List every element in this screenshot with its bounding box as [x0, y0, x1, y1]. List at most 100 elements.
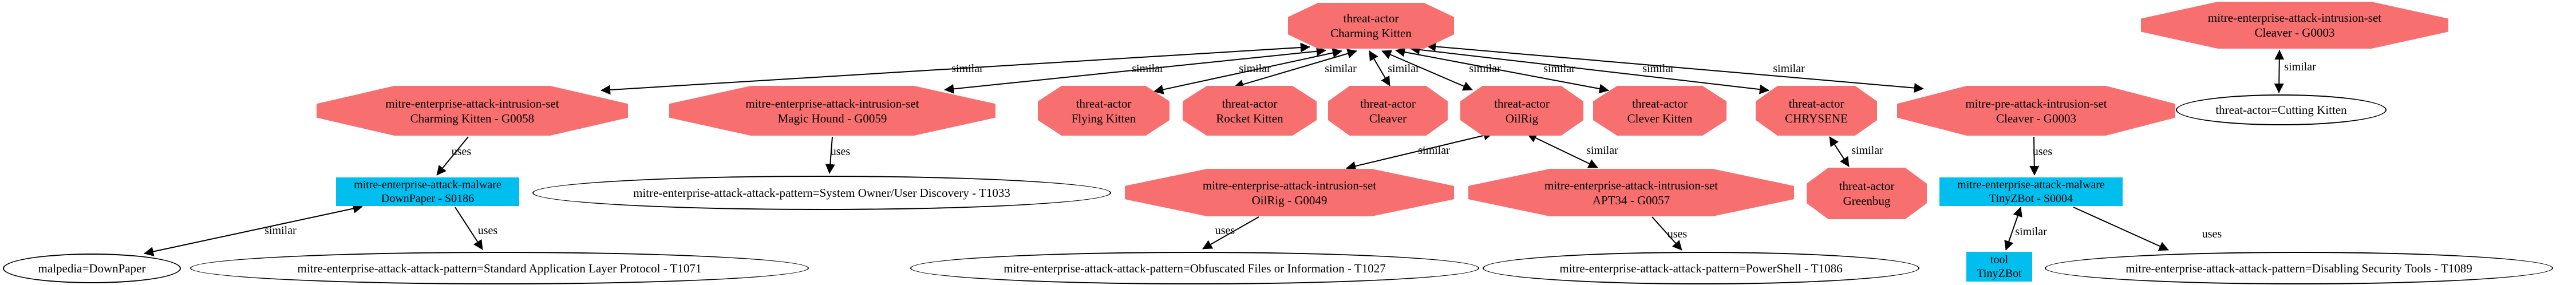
node-malware-downpaper-s0186: mitre-enterprise-attack-malware DownPape… [336, 177, 519, 206]
node-label: mitre-enterprise-attack-attack-pattern=S… [297, 261, 702, 275]
node-attack-pattern-t1089: mitre-enterprise-attack-attack-pattern=D… [2045, 252, 2553, 284]
node-intrusion-set-cleaver-g0003-enterprise: mitre-enterprise-attack-intrusion-set Cl… [2141, 2, 2448, 49]
node-label: TinyZBot - S0004 [1989, 192, 2073, 205]
edge-uses-g0049-t1027 [1202, 216, 1259, 250]
edge-label: similar [951, 62, 983, 75]
edge-label: similar [1132, 62, 1164, 75]
node-threat-actor-flying-kitten: threat-actor Flying Kitten [1038, 86, 1170, 136]
node-malware-tinyzbot-s0004: mitre-enterprise-attack-malware TinyZBot… [1939, 177, 2123, 206]
node-label: threat-actor=Cutting Kitten [2215, 103, 2347, 117]
node-label: threat-actor [1632, 96, 1688, 110]
edge-label: uses [2202, 228, 2222, 240]
node-label: malpedia=DownPaper [38, 262, 146, 275]
node-pre-attack-intrusion-set-cleaver-g0003: mitre-pre-attack-intrusion-set Cleaver -… [1897, 86, 2175, 136]
edge-label: similar [264, 224, 297, 237]
node-label: mitre-enterprise-attack-intrusion-set [1544, 178, 1718, 192]
edge-uses-apt34-t1086 [1652, 216, 1682, 251]
node-attack-pattern-t1027: mitre-enterprise-attack-attack-pattern=O… [910, 252, 1479, 284]
edge-label: similar [2015, 225, 2047, 238]
edge-uses-g0059-t1033 [825, 136, 835, 174]
edge-label: similar [1586, 144, 1618, 157]
node-label: tool [1990, 254, 2009, 266]
node-label: Rocket Kitten [1216, 111, 1283, 125]
node-label: threat-actor [1222, 96, 1278, 110]
node-label: mitre-enterprise-attack-intrusion-set [385, 96, 559, 110]
node-label: OilRig - G0049 [1251, 193, 1327, 207]
node-label: mitre-enterprise-attack-attack-pattern=D… [2125, 261, 2472, 275]
edge-uses-downpaper-t1071 [455, 207, 483, 250]
node-intrusion-set-oilrig-g0049: mitre-enterprise-attack-intrusion-set Oi… [1125, 169, 1454, 216]
node-intrusion-set-magic-hound-g0059: mitre-enterprise-attack-intrusion-set Ma… [669, 86, 995, 136]
edge-label: similar [1418, 144, 1450, 157]
node-label: Cleaver - G0003 [1996, 111, 2076, 125]
node-intrusion-set-apt34-g0057: mitre-enterprise-attack-intrusion-set AP… [1468, 169, 1794, 216]
node-label: mitre-enterprise-attack-malware [1957, 179, 2105, 191]
edge-label: similar [1543, 62, 1575, 75]
edge-label: similar [1388, 62, 1420, 75]
edge-label: similar [1239, 62, 1271, 75]
edge-similar-ck-chrysene [1410, 45, 1769, 94]
node-threat-actor-chrysene: threat-actor CHRYSENE [1756, 86, 1877, 136]
node-label: mitre-enterprise-attack-intrusion-set [2207, 11, 2382, 25]
node-label: Clever Kitten [1627, 111, 1693, 125]
node-threat-actor-cutting-kitten: threat-actor=Cutting Kitten [2176, 94, 2387, 125]
edge-label: uses [451, 145, 472, 158]
node-threat-actor-clever-kitten: threat-actor Clever Kitten [1593, 86, 1726, 136]
edge-uses-g0058-downpaper [436, 136, 469, 176]
node-label: mitre-enterprise-attack-intrusion-set [1202, 178, 1377, 192]
edge-similar-oilrig-g0049 [1346, 130, 1494, 171]
node-threat-actor-charming-kitten: threat-actor Charming Kitten [1288, 3, 1454, 49]
node-label: threat-actor [1839, 179, 1895, 193]
edge-similar-oilrig-apt34 [1527, 133, 1598, 168]
node-label: threat-actor [1788, 96, 1844, 110]
node-malpedia-downpaper: malpedia=DownPaper [3, 254, 181, 283]
edge-label: uses [477, 224, 498, 237]
node-label: CHRYSENE [1785, 111, 1848, 125]
node-label: threat-actor [1076, 96, 1132, 110]
edge-label: similar [1325, 62, 1357, 75]
edge-similar-chrysene-greenbug [1829, 136, 1850, 167]
edge-similar-ck-rocket-kitten [1234, 49, 1357, 89]
node-label: TinyZBot [1977, 267, 2022, 280]
edge-label: similar [1642, 62, 1674, 75]
edge-label: uses [2032, 145, 2053, 158]
node-label: Charming Kitten - G0058 [410, 111, 535, 125]
edge-label: uses [1215, 224, 1235, 237]
node-label: APT34 - G0057 [1592, 193, 1670, 207]
node-label: threat-actor [1360, 96, 1416, 110]
node-label: mitre-enterprise-attack-attack-pattern=S… [633, 186, 1010, 200]
edge-label: similar [1773, 62, 1805, 75]
node-attack-pattern-t1033: mitre-enterprise-attack-attack-pattern=S… [532, 176, 1111, 210]
node-label: Cleaver [1369, 111, 1407, 125]
node-label: mitre-enterprise-attack-attack-pattern=P… [1559, 261, 1843, 275]
node-tool-tinyzbot: tool TinyZBot [1966, 252, 2032, 282]
edge-similar-ck-cleaver-pre [1426, 41, 1924, 93]
edge-label: similar [2284, 61, 2316, 73]
node-threat-actor-cleaver: threat-actor Cleaver [1328, 86, 1448, 136]
edge-label: similar [1851, 144, 1883, 157]
edge-uses-tinyzbot-t1089 [2073, 207, 2169, 251]
node-label: mitre-enterprise-attack-attack-pattern=O… [1003, 261, 1386, 275]
edge-label: uses [830, 145, 851, 158]
node-intrusion-set-charming-kitten-g0058: mitre-enterprise-attack-intrusion-set Ch… [317, 86, 628, 136]
node-label: Flying Kitten [1071, 111, 1136, 125]
edge-similar-tinyzbot-tool [2004, 207, 2022, 251]
node-label: threat-actor [1494, 96, 1550, 110]
node-label: mitre-enterprise-attack-intrusion-set [745, 96, 919, 110]
node-label: Charming Kitten [1330, 26, 1412, 40]
edge-similar-ck-cleaver-actor [1369, 50, 1390, 86]
node-attack-pattern-t1071: mitre-enterprise-attack-attack-pattern=S… [190, 252, 809, 284]
node-threat-actor-oilrig: threat-actor OilRig [1460, 86, 1583, 136]
node-threat-actor-rocket-kitten: threat-actor Rocket Kitten [1183, 86, 1317, 136]
node-label: threat-actor [1343, 11, 1399, 25]
node-label: Magic Hound - G0059 [777, 111, 887, 125]
node-label: DownPaper - S0186 [381, 192, 475, 205]
node-label: mitre-enterprise-attack-malware [354, 179, 501, 191]
node-label: OilRig [1505, 111, 1539, 125]
node-label: Greenbug [1843, 194, 1891, 208]
node-threat-actor-greenbug: threat-actor Greenbug [1807, 168, 1927, 219]
edge-label: uses [1667, 228, 1688, 240]
node-label: Cleaver - G0003 [2254, 26, 2335, 39]
